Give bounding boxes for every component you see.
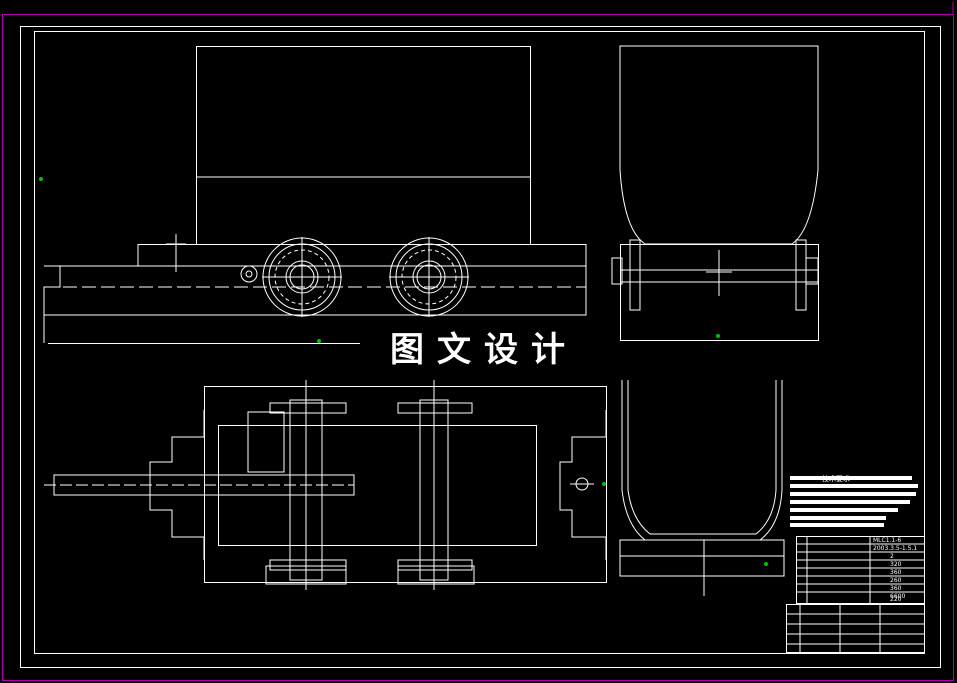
technical-notes (790, 476, 918, 527)
qty-cell: 320 (890, 561, 902, 568)
plan-view (44, 380, 607, 590)
parts-list (796, 536, 925, 604)
qty-cell: 360 (890, 569, 902, 576)
end-view (611, 45, 819, 341)
side-view (43, 46, 587, 344)
spec-sub: 2003.3.5-1.5.1 (873, 545, 918, 552)
qty-cell: 2 (890, 553, 894, 560)
qty-cell: 6600 (890, 593, 906, 600)
watermark: 图文设计 (390, 330, 578, 370)
snap-markers (39, 177, 768, 566)
title-block (786, 604, 925, 653)
section-view (619, 380, 785, 596)
technical-notes-title: 技术要求 (822, 475, 850, 483)
spec-label: MLC1.1-6 (873, 537, 902, 544)
qty-cell: 260 (890, 577, 902, 584)
qty-cell: 360 (890, 585, 902, 592)
qty-cell: 220 (890, 596, 902, 603)
